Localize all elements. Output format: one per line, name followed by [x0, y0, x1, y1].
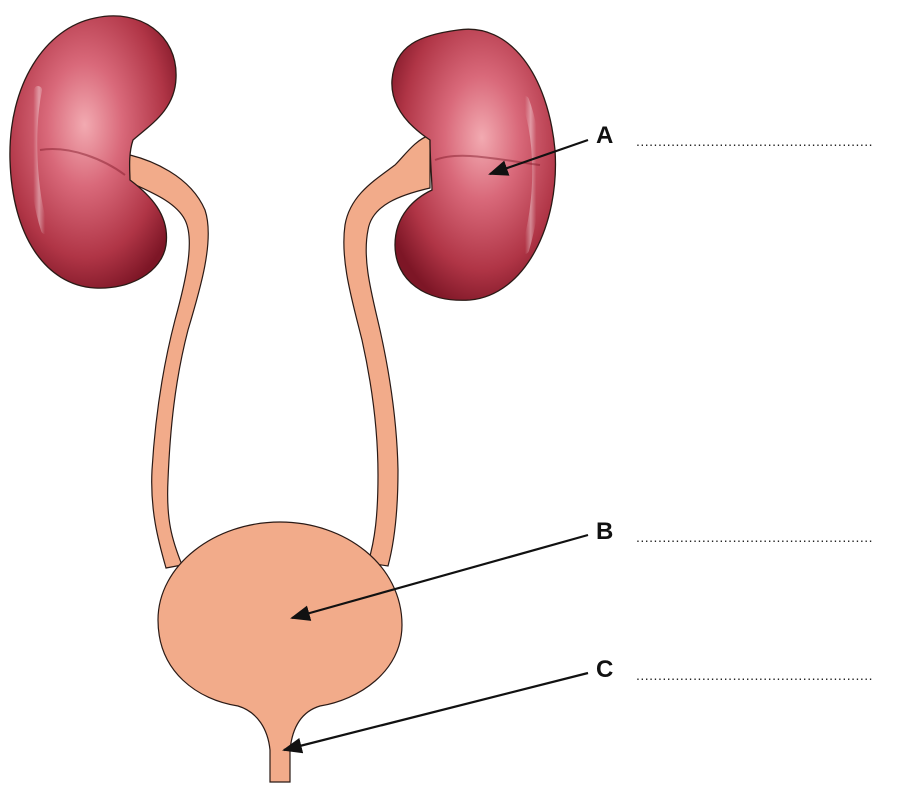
label-a-answer-line[interactable]: ........................................… — [636, 134, 894, 148]
label-b-letter: B — [596, 520, 613, 544]
label-b-answer-line[interactable]: ........................................… — [636, 530, 894, 544]
label-c-answer-line[interactable]: ........................................… — [636, 668, 894, 682]
label-c-letter: C — [596, 658, 613, 682]
label-a-letter: A — [596, 124, 613, 148]
bladder — [158, 522, 402, 782]
